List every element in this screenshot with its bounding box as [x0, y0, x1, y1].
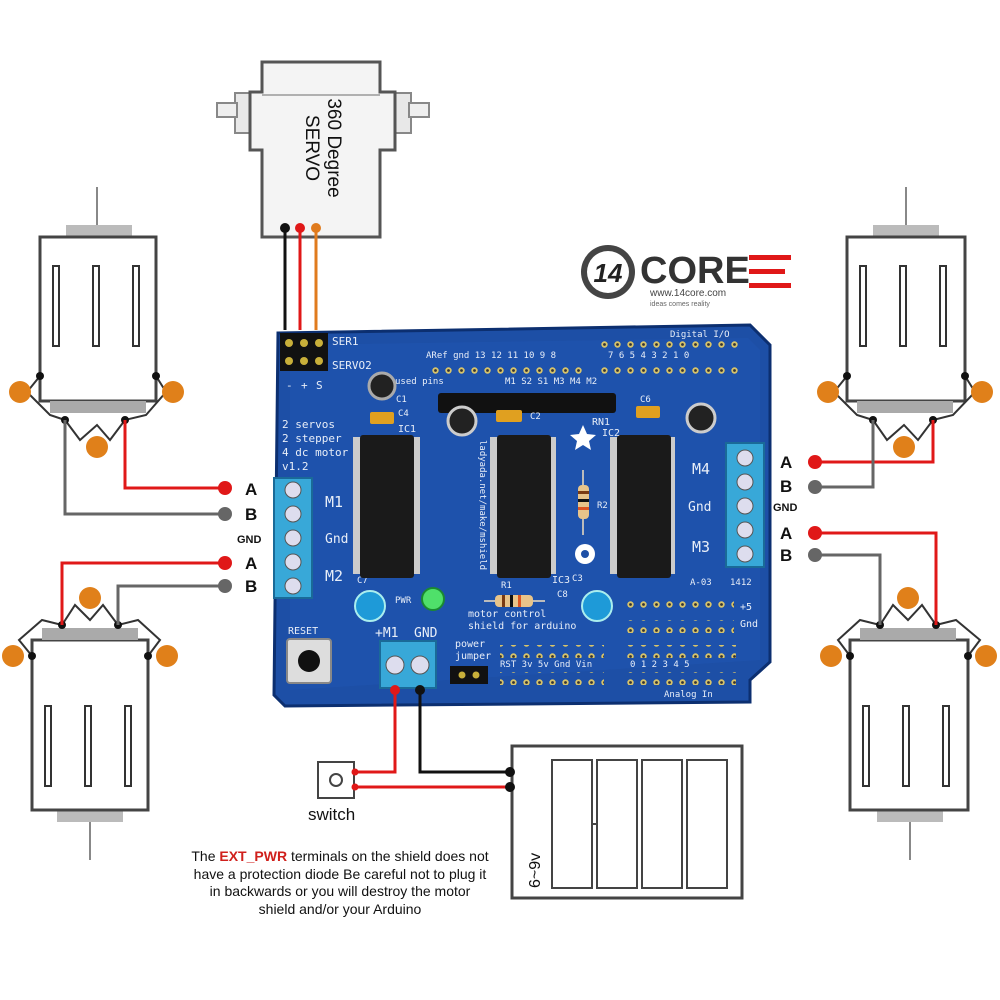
ext-term-plus-label: +M1	[375, 626, 398, 641]
right-label-gnd: GND	[773, 502, 798, 514]
feature-line-3: 4 dc motor	[282, 446, 349, 459]
servo-label-line1: 360 Degree	[323, 98, 344, 197]
board-marking: A-03	[690, 578, 712, 588]
cap-c7: C7	[357, 576, 368, 586]
dc-motor-top-left	[9, 187, 184, 458]
term-gnd-right-label: Gnd	[688, 500, 711, 515]
shield-label-line1: motor control	[468, 609, 546, 620]
servo-label-line2: SERVO	[301, 115, 322, 181]
cap-c8: C8	[557, 590, 568, 600]
term-m4-label: M4	[692, 460, 710, 478]
used-pins-label: used pins	[395, 377, 444, 387]
logo-badge: 14	[594, 258, 623, 288]
top-right-pin-labels: 7 6 5 4 3 2 1 0	[608, 351, 689, 361]
ext-term-gnd-label: GND	[414, 626, 438, 641]
ic1-label: IC1	[398, 424, 416, 435]
warning-text: terminals on the shield does not have a …	[193, 848, 489, 917]
star-icon	[570, 425, 596, 450]
brand-logo: 14 CORE www.14core.com ideas comes reali…	[581, 245, 791, 308]
servo-header-2: SERVO2	[332, 359, 372, 372]
logo-brand: CORE	[640, 250, 750, 292]
ext-power-terminal	[379, 640, 437, 689]
dc-motor-bottom-left	[2, 587, 178, 860]
right-label-a2: A	[780, 524, 792, 543]
cap-c2: C2	[530, 412, 541, 422]
digital-io-label: Digital I/O	[670, 330, 730, 340]
term-gnd-left-label: Gnd	[325, 532, 348, 547]
ic2-chip: IC2	[602, 428, 675, 578]
analog-in-label: Analog In	[664, 690, 713, 700]
ic3-chip: IC3	[490, 435, 570, 586]
servo-wires	[283, 228, 318, 330]
left-label-b1: B	[245, 505, 257, 524]
resistor-r1-label: R1	[501, 581, 512, 591]
logo-url: www.14core.com	[649, 288, 726, 299]
power-wires	[355, 690, 510, 789]
resistor-r2: R2	[578, 470, 608, 535]
ic3-label: IC3	[552, 575, 570, 586]
servo-pin-signal: S	[316, 379, 323, 392]
gnd-right-pin-label: Gnd	[740, 619, 758, 630]
power-jumper-line2: jumper	[455, 651, 491, 662]
reset-button[interactable]	[286, 638, 332, 684]
right-label-b2: B	[780, 546, 792, 565]
term-m2-label: M2	[325, 567, 343, 585]
reset-label: RESET	[288, 626, 318, 637]
plus5-label: +5	[740, 602, 752, 613]
switch-label: switch	[308, 805, 355, 824]
resistor-r2-label: R2	[597, 501, 608, 511]
warning-prefix: The	[191, 848, 220, 864]
servo-motor: 360 Degree SERVO	[216, 60, 430, 239]
battery-label: 6~9v	[527, 853, 544, 888]
power-jumper-line1: power	[455, 639, 485, 650]
resistor-r1: R1	[484, 581, 545, 607]
servo-pin-minus: -	[286, 379, 293, 392]
board-url-vertical: ladyada.net/make/mshield	[477, 440, 487, 570]
servo-pin-plus: +	[301, 379, 308, 392]
dc-motor-top-right	[817, 187, 993, 458]
cap-c3: C3	[572, 574, 583, 584]
battery-pack: 6~9v	[505, 744, 744, 900]
analog-pin-labels: 0 1 2 3 4 5	[630, 660, 690, 670]
left-label-b2: B	[245, 577, 257, 596]
cap-c6: C6	[640, 395, 651, 405]
motor-shield-board: SER1 SERVO2 - + S Digital I/O ARef gnd 1…	[272, 323, 772, 708]
dc-motor-bottom-right	[820, 587, 997, 860]
term-m3-label: M3	[692, 538, 710, 556]
term-m1-label: M1	[325, 493, 343, 511]
ic1-chip: IC1	[353, 424, 420, 578]
feature-line-4: v1.2	[282, 460, 309, 473]
left-label-a1: A	[245, 480, 257, 499]
logo-tagline: ideas comes reality	[650, 301, 710, 308]
gear-icon	[575, 544, 595, 564]
warning-note: The EXT_PWR terminals on the shield does…	[190, 848, 490, 918]
board-date: 1412	[730, 578, 752, 588]
power-switch[interactable]	[317, 761, 359, 799]
cap-c4: C4	[398, 409, 409, 419]
shield-label-line2: shield for arduino	[468, 621, 576, 632]
feature-line-1: 2 servos	[282, 418, 335, 431]
top-left-pin-labels: ARef gnd 13 12 11 10 9 8	[426, 351, 556, 361]
warning-highlight: EXT_PWR	[219, 848, 288, 864]
rn1-label: RN1	[592, 417, 610, 428]
left-terminal-block	[273, 477, 313, 599]
right-label-b1: B	[780, 477, 792, 496]
motor-wires	[60, 420, 938, 625]
wire-end-dots	[218, 455, 822, 593]
ic2-label: IC2	[602, 428, 620, 439]
pwr-label: PWR	[395, 596, 412, 606]
power-pin-labels: RST 3v 5v Gnd Vin	[500, 660, 592, 670]
servo-header-1: SER1	[332, 335, 359, 348]
left-label-gnd: GND	[237, 534, 262, 546]
right-label-a1: A	[780, 453, 792, 472]
right-terminal-block	[725, 442, 765, 568]
cap-c1: C1	[396, 395, 407, 405]
left-label-a2: A	[245, 554, 257, 573]
feature-line-2: 2 stepper	[282, 432, 342, 445]
pwm-labels: M1 S2 S1 M3 M4 M2	[505, 377, 597, 387]
